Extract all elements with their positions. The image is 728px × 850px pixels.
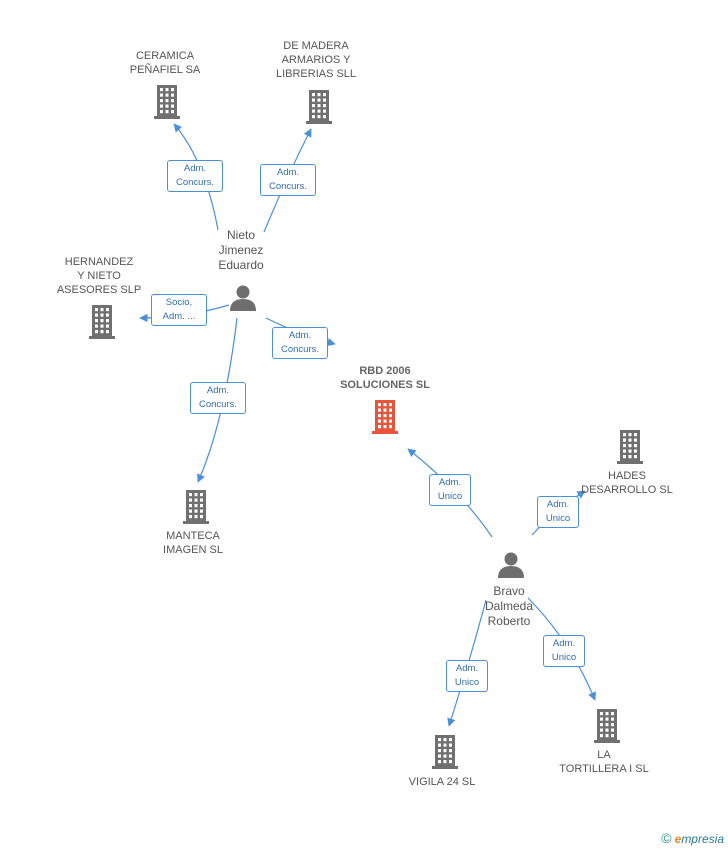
edge-label-nieto-ceramica: Adm. Concurs. [167, 160, 223, 192]
building-icon-ceramica[interactable] [154, 85, 180, 119]
company-label-ceramica[interactable]: CERAMICA PEÑAFIEL SA [129, 50, 201, 76]
building-icon-vigila[interactable] [432, 735, 458, 769]
person-label-bravo[interactable]: Bravo Dalmeda Roberto [484, 584, 534, 628]
company-label-tortillera[interactable]: LA TORTILLERA I SL [559, 749, 649, 775]
building-icon-madera[interactable] [306, 90, 332, 124]
building-icon-hernandez[interactable] [89, 305, 115, 339]
edge-label-bravo-hades: Adm. Unico [537, 496, 579, 528]
building-icon-tortillera[interactable] [594, 709, 620, 743]
person-icon-bravo[interactable] [498, 552, 524, 579]
edge-label-nieto-hernandez: Socio, Adm. ... [151, 294, 207, 326]
company-label-hernandez[interactable]: HERNANDEZ Y NIETO ASESORES SLP [56, 256, 142, 296]
person-label-nieto[interactable]: Nieto Jimenez Eduardo [218, 228, 264, 272]
building-icon-hades[interactable] [617, 430, 643, 464]
company-label-vigila[interactable]: VIGILA 24 SL [408, 776, 476, 788]
edge-label-bravo-tortillera: Adm. Unico [543, 635, 585, 667]
main-building-icon[interactable] [372, 400, 398, 434]
person-icon-nieto[interactable] [230, 285, 256, 312]
copyright-icon: © [661, 830, 672, 846]
company-label-madera[interactable]: DE MADERA ARMARIOS Y LIBRERIAS SLL [275, 40, 357, 80]
edge-label-bravo-vigila: Adm. Unico [446, 660, 488, 692]
empresia-logo[interactable]: ©empresia [661, 830, 724, 846]
edge-label-bravo-main: Adm. Unico [429, 474, 471, 506]
edge-label-nieto-main: Adm. Concurs. [272, 327, 328, 359]
main-company-label[interactable]: RBD 2006 SOLUCIONES SL [340, 365, 430, 391]
edge-label-nieto-manteca: Adm. Concurs. [190, 382, 246, 414]
company-label-hades[interactable]: HADES DESARROLLO SL [581, 470, 673, 496]
company-label-manteca[interactable]: MANTECA IMAGEN SL [163, 530, 223, 556]
edge-label-nieto-madera: Adm. Concurs. [260, 164, 316, 196]
building-icon-manteca[interactable] [183, 490, 209, 524]
